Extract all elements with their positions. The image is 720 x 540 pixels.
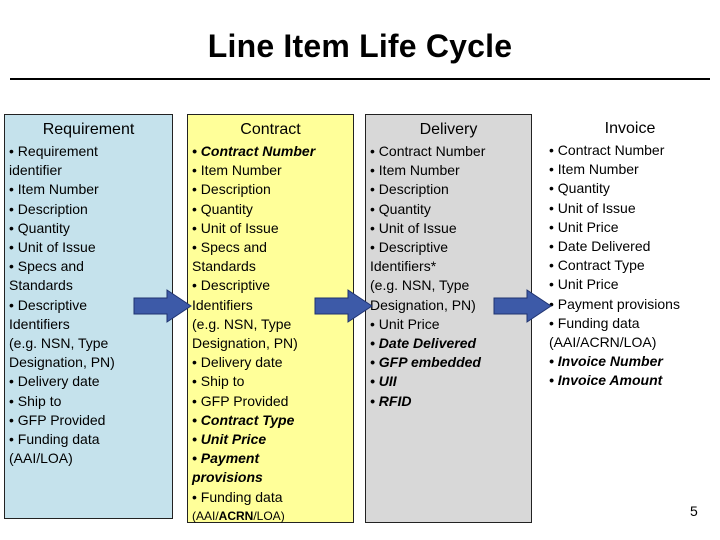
list-item: • Descriptive	[192, 277, 271, 294]
list-item: • Ship to	[9, 392, 62, 409]
arrow-right-icon	[493, 289, 552, 323]
funding-prefix: (AAI/	[192, 508, 219, 523]
invoice-items: • Contract Number • Item Number • Quanti…	[549, 141, 711, 391]
list-item: (AAI/ACRN/LOA)	[192, 507, 349, 526]
contract-items: • Contract Number • Item Number • Descri…	[192, 142, 349, 526]
list-item: • Date Delivered	[370, 335, 477, 352]
list-item: Identifiers*	[370, 258, 437, 275]
list-item: • Item Number	[9, 181, 99, 198]
list-item: • Contract Type	[549, 257, 645, 274]
list-item: • Funding data	[192, 488, 283, 505]
list-item: Designation, PN)	[192, 335, 298, 352]
list-item: (e.g. NSN, Type	[370, 277, 470, 294]
list-item: • Ship to	[192, 373, 245, 390]
list-item: • Funding data	[549, 314, 640, 331]
list-item: • Unit Price	[549, 218, 619, 235]
list-item: Standards	[192, 258, 256, 275]
column-heading-delivery: Delivery	[419, 121, 478, 138]
delivery-column: Delivery • Contract Number • Item Number…	[365, 114, 532, 523]
list-item: Designation, PN)	[370, 296, 476, 313]
funding-suffix: /LOA)	[253, 508, 285, 523]
list-item: provisions	[192, 469, 263, 486]
list-item: • Invoice Number	[549, 353, 663, 370]
list-item: (AAI/ACRN/LOA)	[549, 334, 657, 351]
list-item: • Description	[9, 200, 88, 217]
delivery-items: • Contract Number • Item Number • Descri…	[370, 142, 527, 411]
list-item: • GFP embedded	[370, 354, 481, 371]
arrow-right-icon	[314, 289, 373, 323]
list-item: identifier	[9, 162, 62, 179]
list-item: • Delivery date	[192, 354, 283, 371]
requirement-column: Requirement • Requirement identifier • I…	[4, 114, 173, 519]
list-item: • Contract Number	[549, 142, 665, 158]
list-item: • Specs and	[192, 239, 267, 256]
list-item: (e.g. NSN, Type	[9, 335, 109, 352]
funding-acrn: ACRN	[218, 508, 254, 523]
page-title: Line Item Life Cycle	[207, 28, 513, 64]
list-item: Identifiers	[192, 296, 253, 313]
list-item: • Unit of Issue	[370, 219, 457, 236]
list-item: • Unit Price	[549, 276, 619, 293]
column-heading-contract: Contract	[240, 121, 301, 138]
list-item: • Unit of Issue	[9, 239, 96, 256]
list-item: • RFID	[370, 392, 412, 409]
list-item: • Quantity	[370, 200, 431, 217]
column-heading-requirement: Requirement	[42, 121, 135, 138]
list-item: • Quantity	[9, 219, 70, 236]
list-item: Standards	[9, 277, 73, 294]
list-item: • Delivery date	[9, 373, 100, 390]
list-item: • Date Delivered	[549, 238, 651, 255]
requirement-items: • Requirement identifier • Item Number •…	[9, 142, 168, 468]
list-item: • Quantity	[549, 180, 610, 197]
list-item: • Invoice Amount	[549, 372, 663, 389]
list-item: (e.g. NSN, Type	[192, 315, 292, 332]
list-item: • Payment provisions	[549, 295, 680, 312]
title-divider	[10, 78, 710, 80]
list-item: • Unit Price	[370, 315, 440, 332]
list-item: • Funding data	[9, 431, 100, 448]
list-item: • Descriptive	[370, 239, 449, 256]
invoice-column: Invoice • Contract Number • Item Number …	[545, 114, 715, 523]
list-item: • Quantity	[192, 200, 253, 217]
list-item: • Item Number	[192, 162, 282, 179]
list-item: • Unit of Issue	[549, 199, 636, 216]
list-item: (AAI/LOA)	[9, 450, 73, 467]
list-item: • Contract Number	[192, 143, 316, 159]
arrow-right-icon	[133, 289, 192, 323]
list-item: • Description	[370, 181, 449, 198]
list-item: • GFP Provided	[9, 411, 106, 428]
column-heading-invoice: Invoice	[604, 120, 656, 137]
list-item: • Descriptive	[9, 296, 88, 313]
list-item: Designation, PN)	[9, 354, 115, 371]
list-item: • Unit Price	[192, 431, 267, 448]
list-item: • Item Number	[370, 162, 460, 179]
list-item: • Contract Type	[192, 411, 295, 428]
list-item: • Contract Number	[370, 143, 486, 159]
list-item: • Unit of Issue	[192, 219, 279, 236]
list-item: • UII	[370, 373, 397, 390]
list-item: • Requirement	[9, 143, 98, 159]
list-item: • Item Number	[549, 161, 639, 178]
list-item: • GFP Provided	[192, 392, 289, 409]
list-item: • Specs and	[9, 258, 84, 275]
list-item: • Description	[192, 181, 271, 198]
list-item: Identifiers	[9, 315, 70, 332]
page-number: 5	[690, 503, 698, 519]
list-item: • Payment	[192, 450, 260, 467]
